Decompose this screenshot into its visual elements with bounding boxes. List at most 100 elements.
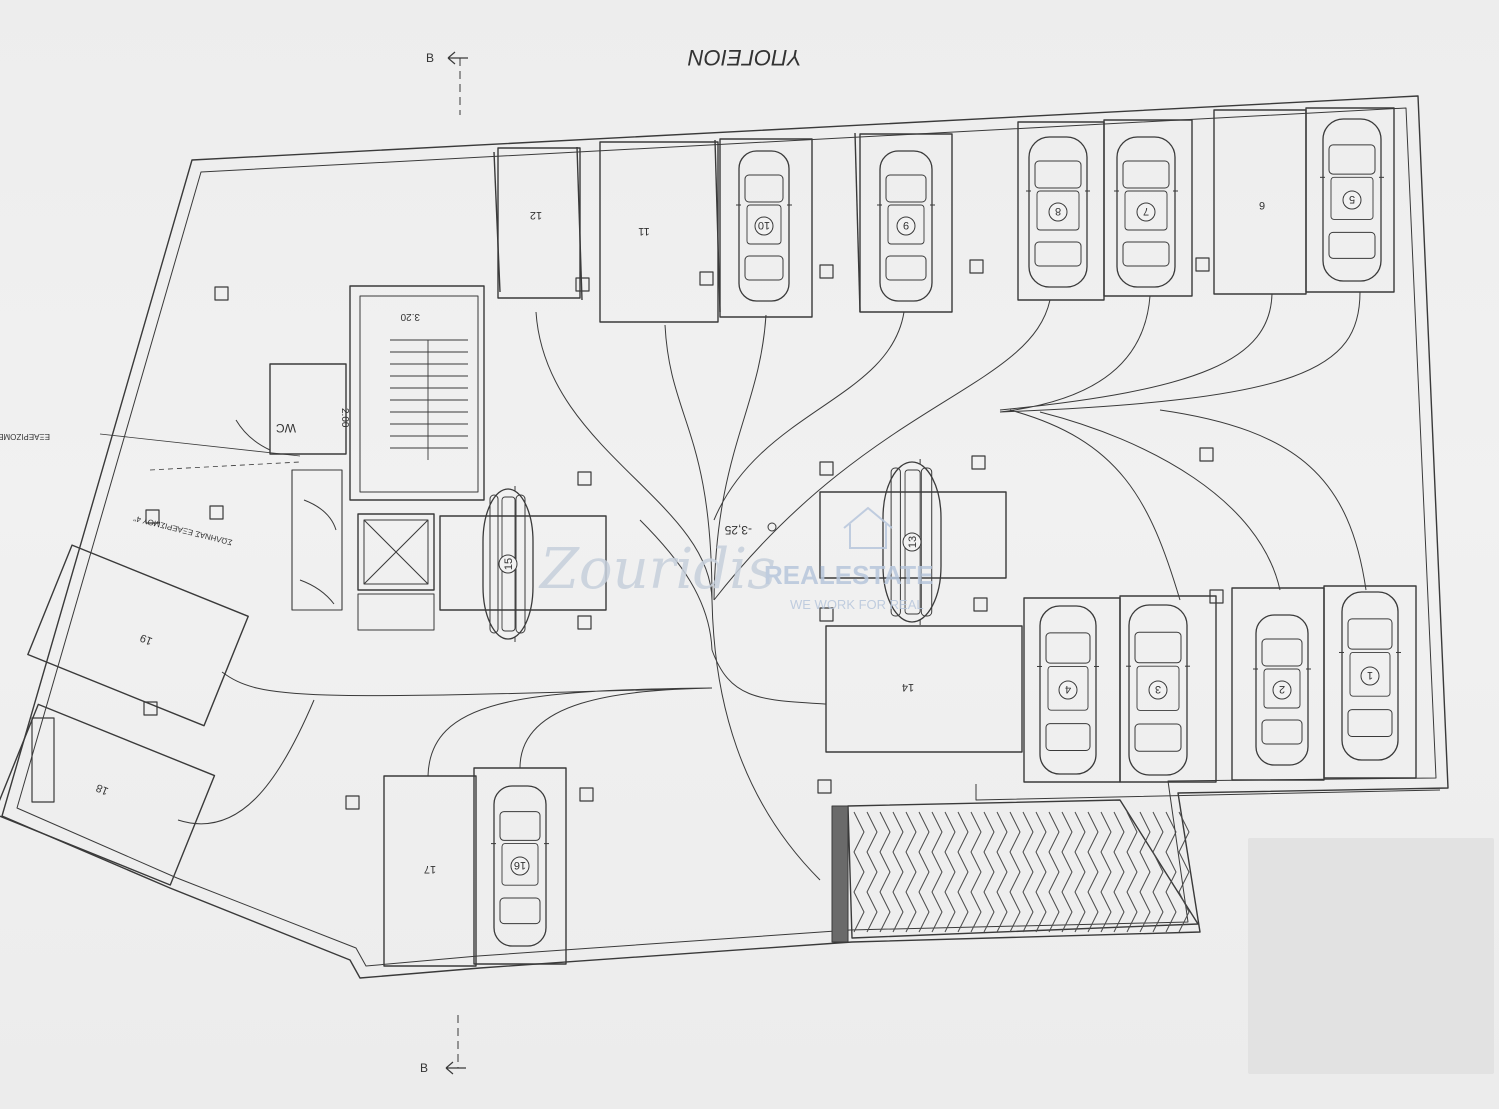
ramp-hatch-line [1022, 811, 1034, 933]
ramp-hatch-line [853, 811, 865, 933]
section-mark-bottom: B [420, 1061, 428, 1075]
space-number-16: 16 [514, 859, 526, 871]
house-logo-icon [843, 506, 893, 549]
ramp-hatch-line [983, 811, 995, 933]
car-space-1-icon [1339, 591, 1401, 761]
stair-dimension: 3.20 [400, 311, 420, 322]
space-number-2: 2 [1279, 683, 1285, 695]
wc-dimension: 2.00 [339, 408, 350, 428]
space-box-18 [0, 703, 216, 886]
space-number-19: 19 [138, 631, 154, 647]
space-number-14: 14 [902, 681, 914, 693]
car-space-9-icon [877, 150, 935, 302]
space-label-7: 7 [1136, 202, 1156, 222]
space-box-19 [27, 544, 249, 727]
section-mark-top: B [426, 51, 434, 65]
watermark-tagline: WE WORK FOR REAL [790, 597, 924, 612]
space-number-18: 18 [94, 781, 110, 797]
car-space-5-icon [1320, 118, 1384, 282]
cars-layer [482, 118, 1401, 947]
space-number-8: 8 [1055, 205, 1061, 217]
inner-wall [16, 107, 1437, 967]
space-number-12: 12 [530, 209, 542, 221]
space-label-9: 9 [896, 216, 916, 236]
car-space-4-icon [1037, 605, 1099, 775]
space-label-18: 18 [94, 781, 110, 797]
section-arrow-top [447, 51, 468, 65]
ramp-hatch-line [1087, 811, 1099, 933]
space-label-13: 13 [902, 532, 922, 552]
space-box-17 [383, 775, 477, 967]
ramp-hatch-line [1126, 811, 1138, 933]
space-number-4: 4 [1065, 683, 1071, 695]
car-space-7-icon [1114, 136, 1178, 288]
aisle-curve [177, 291, 1367, 881]
space-box-12 [497, 147, 581, 299]
space-label-1: 1 [1360, 666, 1380, 686]
ramp-hatch-line [944, 811, 956, 933]
watermark: Zouridis REALESTATE WE WORK FOR REAL [538, 506, 933, 612]
ramp-hatch-line [931, 811, 943, 933]
space-label-8: 8 [1048, 202, 1068, 222]
ramp-hatch-line [892, 811, 904, 933]
handwritten-title: ΥΠΟΓΕΙΟΝ [688, 45, 802, 70]
ramp-hatch-line [1061, 811, 1073, 933]
ramp-hatch-line [1113, 811, 1125, 933]
ramp-hatch-line [1152, 811, 1164, 933]
space-box-9 [859, 133, 953, 313]
ramp-hatch-line [1139, 811, 1151, 933]
wc-label: WC [276, 421, 296, 435]
elevation-mark: -3,25 [724, 523, 752, 537]
outer-wall [1, 95, 1449, 979]
ramp-hatching [853, 811, 1190, 933]
ramp-hatch-line [1100, 811, 1112, 933]
entrance-ramp [847, 799, 1199, 939]
ramp-hatch-line [1035, 811, 1047, 933]
space-label-5: 5 [1342, 190, 1362, 210]
space-box-5 [1305, 107, 1395, 293]
space-number-3: 3 [1155, 683, 1161, 695]
ramp-hatch-line [918, 811, 930, 933]
ramp-hatch-line [1074, 811, 1086, 933]
pillars [31, 257, 1224, 810]
space-label-19: 19 [138, 631, 154, 647]
space-label-11: 11 [638, 225, 649, 237]
ramp-hatch-line [1048, 811, 1060, 933]
space-number-7: 7 [1143, 205, 1149, 217]
space-label-15: 15 [498, 554, 518, 574]
space-number-15: 15 [503, 558, 515, 570]
space-number-11: 11 [638, 225, 649, 237]
car-space-8-icon [1026, 136, 1090, 288]
space-label-12: 12 [530, 209, 542, 221]
ramp-hatch-line [879, 811, 891, 933]
ramp-hatch-line [1178, 811, 1190, 933]
space-label-10: 10 [754, 216, 774, 236]
ramp-hatch-line [970, 811, 982, 933]
ramp-hatch-line [996, 811, 1008, 933]
ramp-hatch-line [957, 811, 969, 933]
space-box-3 [1119, 595, 1217, 783]
space-number-13: 13 [907, 536, 919, 548]
ramp-wall [831, 805, 849, 943]
space-number-17: 17 [424, 863, 436, 875]
space-label-6: 6 [1259, 199, 1265, 211]
ramp-hatch-line [1165, 811, 1177, 933]
space-label-17: 17 [424, 863, 436, 875]
space-box-15 [439, 515, 607, 611]
space-number-10: 10 [758, 219, 770, 231]
wc-room [269, 363, 347, 455]
watermark-brand-caps: REALESTATE [764, 560, 933, 590]
space-number-1: 1 [1367, 669, 1373, 681]
car-space-16-icon [491, 785, 549, 947]
car-space-3-icon [1126, 604, 1190, 776]
ramp-hatch-line [1009, 811, 1021, 933]
space-box-14 [825, 625, 1023, 753]
space-box-11 [599, 141, 719, 323]
stair-core [349, 285, 485, 501]
ramp-hatch-line [866, 811, 878, 933]
space-label-3: 3 [1148, 680, 1168, 700]
section-arrow-bottom [445, 1061, 466, 1075]
space-number-9: 9 [903, 219, 909, 231]
